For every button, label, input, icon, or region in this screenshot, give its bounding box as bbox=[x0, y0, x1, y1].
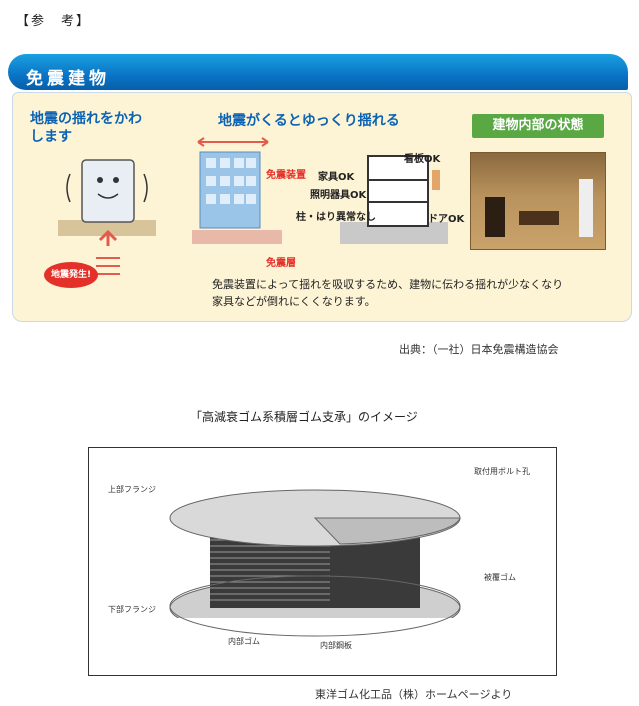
source-credit-1: 出典：（一社）日本免震構造協会 bbox=[399, 343, 559, 356]
bolt-hole-label: 取付用ボルト孔 bbox=[474, 467, 530, 476]
interior-badge: 建物内部の状態 bbox=[472, 114, 604, 138]
upper-flange-label: 上部フランジ bbox=[108, 485, 156, 494]
lighting-ok-label: 照明器具OK bbox=[310, 190, 367, 201]
smiling-building-illustration bbox=[58, 159, 156, 275]
description: 免震装置によって揺れを吸収するため、建物に伝わる揺れが少なくなり 家具などが倒れ… bbox=[212, 276, 563, 310]
description-line-1: 免震装置によって揺れを吸収するため、建物に伝わる揺れが少なくなり bbox=[212, 278, 564, 291]
column-ok-label: 柱・はり異常なし bbox=[296, 212, 376, 223]
isolation-layer-label: 免震層 bbox=[266, 258, 296, 269]
bearing-image-title: 「高減衰ゴム系積層ゴム支承」のイメージ bbox=[190, 410, 418, 424]
banner-title: 免震建物 bbox=[26, 69, 110, 89]
sign-ok-label: 看板OK bbox=[404, 154, 441, 165]
lower-flange-label: 下部フランジ bbox=[108, 605, 156, 614]
rubber-bearing-illustration bbox=[150, 489, 480, 648]
source-credit-2: 東洋ゴム化工品（株）ホームページより bbox=[315, 688, 513, 701]
room-interior-photo bbox=[470, 152, 606, 250]
isolation-device-label: 免震装置 bbox=[266, 170, 306, 181]
door-ok-label: ドアOK bbox=[428, 214, 465, 225]
earthquake-badge: 地震発生! bbox=[44, 262, 98, 288]
inner-steel-label: 内部鋼板 bbox=[320, 641, 352, 650]
middle-heading: 地震がくるとゆっくり揺れる bbox=[218, 113, 400, 129]
reference-heading: 【参 考】 bbox=[16, 14, 92, 29]
inner-rubber-label: 内部ゴム bbox=[228, 637, 260, 646]
description-line-2: 家具などが倒れにくくなります。 bbox=[212, 295, 376, 308]
left-heading: 地震の揺れをかわします bbox=[30, 111, 142, 145]
cover-rubber-label: 被覆ゴム bbox=[484, 573, 516, 582]
isolated-building-illustration bbox=[192, 137, 282, 244]
banner bbox=[8, 54, 628, 90]
furniture-ok-label: 家具OK bbox=[318, 172, 355, 183]
house-cutaway-illustration bbox=[340, 155, 448, 244]
